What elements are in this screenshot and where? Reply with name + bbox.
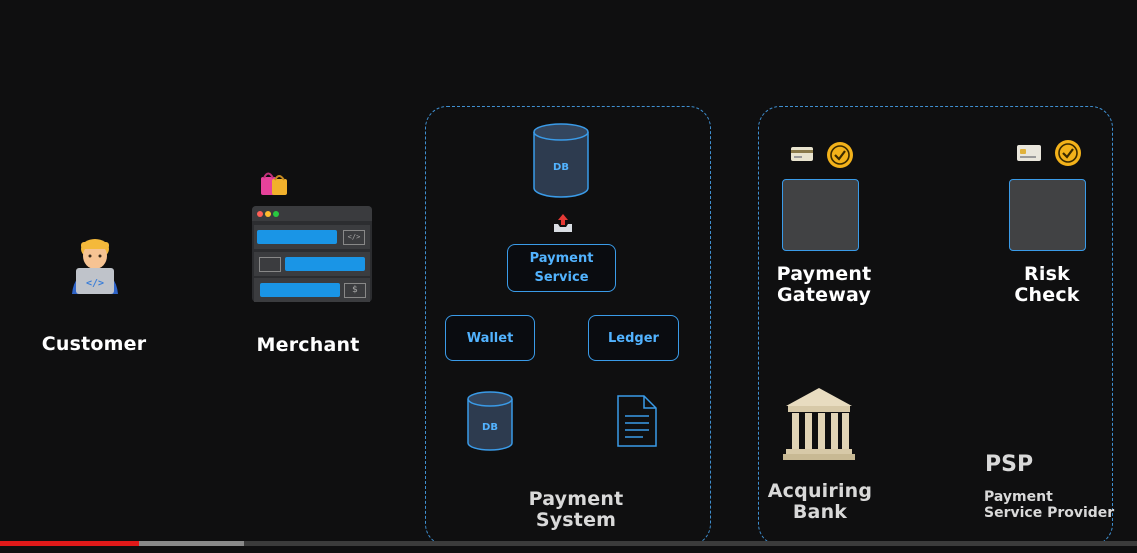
minimize-dot-icon <box>265 211 271 217</box>
progress-bar <box>260 283 340 297</box>
payment-service-box: Payment Service <box>507 244 616 292</box>
progress-bar <box>285 257 365 271</box>
window-titlebar <box>252 206 372 221</box>
merchant-row: $ <box>254 278 370 302</box>
video-progress-played <box>0 541 139 546</box>
merchant-row: </> <box>254 225 370 249</box>
close-dot-icon <box>257 211 263 217</box>
code-icon: </> <box>343 230 365 245</box>
dollar-icon: $ <box>344 283 366 298</box>
outbox-tray-icon <box>552 212 574 234</box>
payment-system-title: Payment System <box>528 488 624 531</box>
db-label: DB <box>482 422 498 433</box>
psp-abbr-label: PSP <box>985 452 1034 477</box>
merchant-row <box>254 252 370 276</box>
customer-avatar-icon: </> <box>66 236 124 296</box>
customer-label: Customer <box>41 333 147 355</box>
payment-gateway-label: Payment Gateway <box>776 263 872 306</box>
verified-badge-icon <box>826 141 854 169</box>
credit-card-icon <box>1016 143 1042 163</box>
acquiring-bank-label: Acquiring Bank <box>767 480 873 523</box>
shopping-bags-icon <box>258 166 290 198</box>
risk-check-label: Risk Check <box>1014 263 1080 306</box>
merchant-label: Merchant <box>256 334 360 356</box>
progress-bar <box>257 230 337 244</box>
maximize-dot-icon <box>273 211 279 217</box>
document-icon <box>616 394 658 448</box>
db-label: DB <box>553 162 569 173</box>
image-icon <box>259 257 281 272</box>
database-icon: DB <box>532 122 590 200</box>
wallet-box: Wallet <box>445 315 535 361</box>
verified-badge-icon <box>1054 139 1082 167</box>
payment-gateway-box <box>782 179 859 251</box>
video-progress-track[interactable] <box>0 541 1137 546</box>
ledger-box: Ledger <box>588 315 679 361</box>
risk-check-box <box>1009 179 1086 251</box>
psp-full-label: Payment Service Provider <box>984 489 1115 521</box>
credit-card-icon <box>790 145 814 163</box>
merchant-app-window: </> $ <box>252 206 372 302</box>
bank-building-icon <box>782 386 856 462</box>
svg-text:</>: </> <box>86 278 104 289</box>
database-icon: DB <box>466 390 514 452</box>
